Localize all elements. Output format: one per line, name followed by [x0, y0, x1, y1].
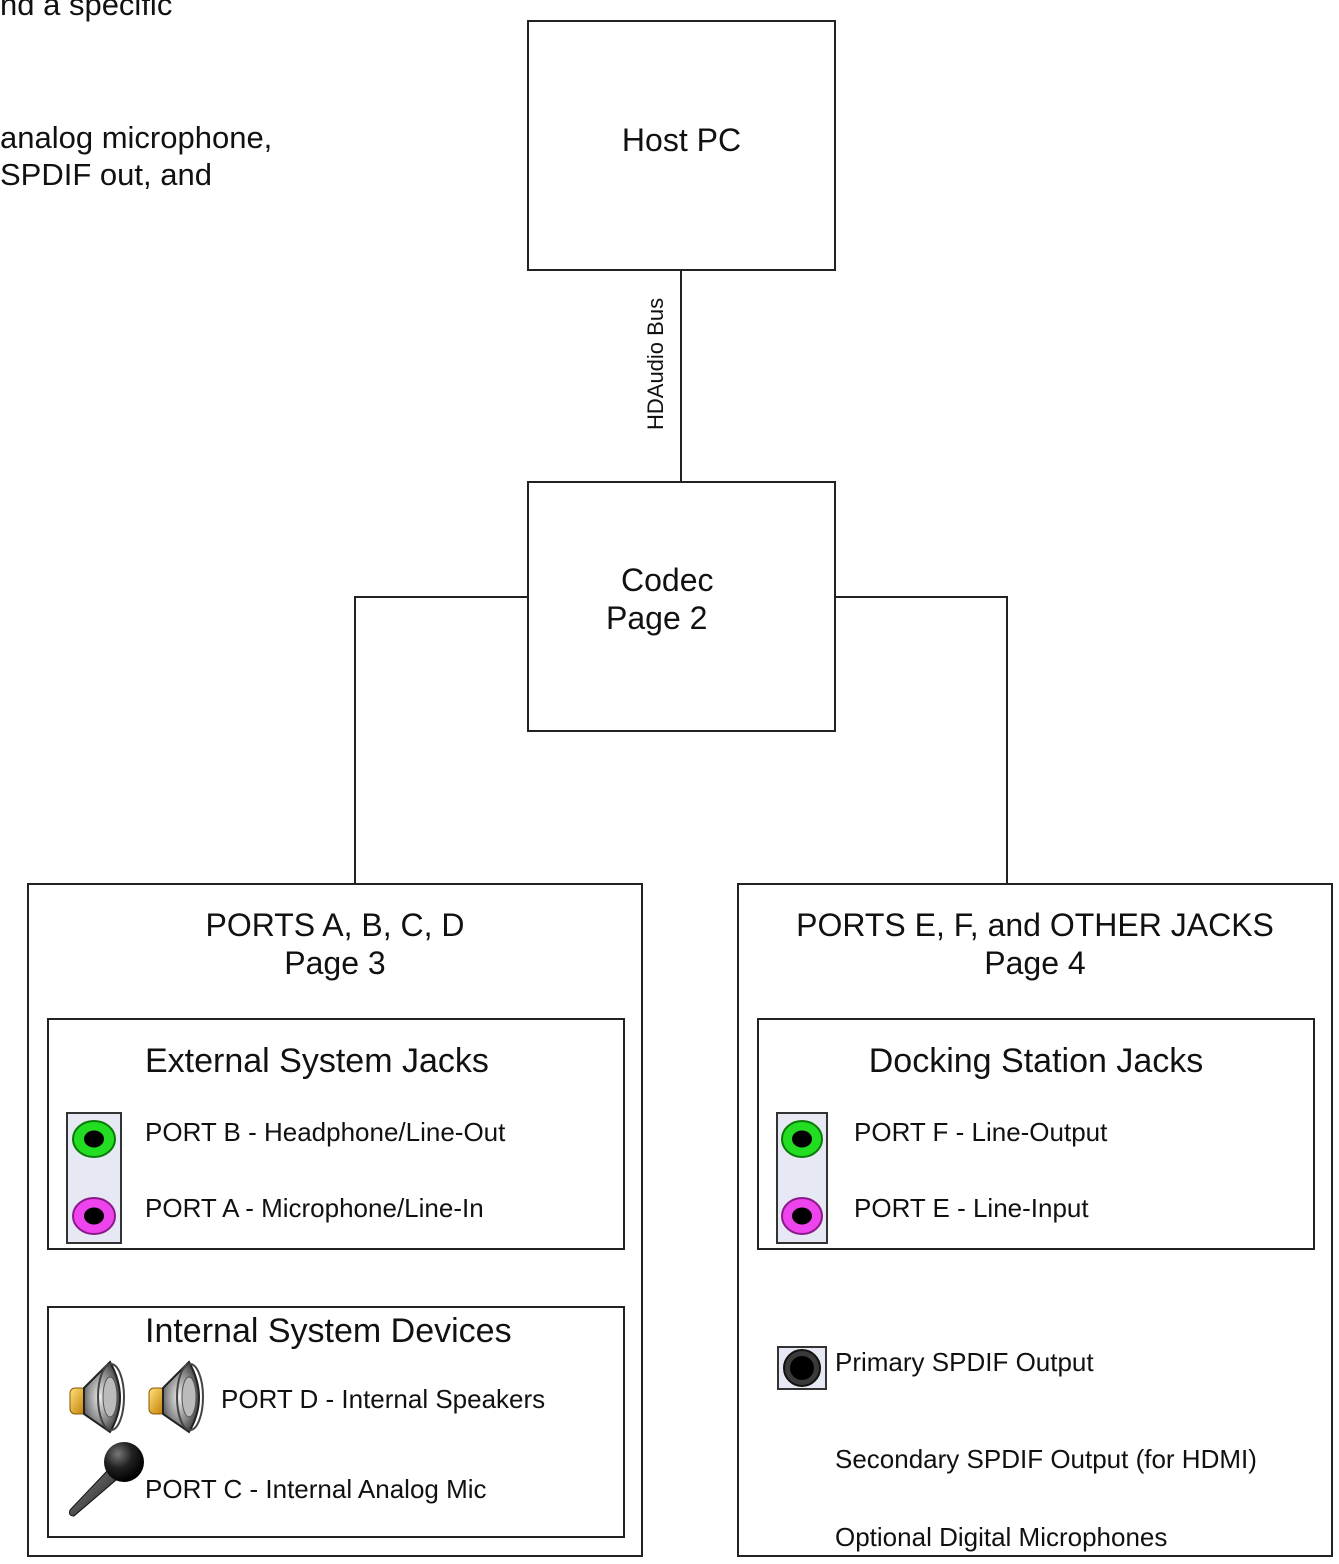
- docking-jacks-title: Docking Station Jacks: [868, 1042, 1204, 1080]
- host-pc-box: Host PC: [527, 20, 836, 271]
- connector-codec-left-vertical: [354, 596, 356, 884]
- connector-codec-right-horizontal: [835, 596, 1008, 598]
- hdaudio-bus-label: HDAudio Bus: [643, 297, 668, 430]
- ports-abcd-page: Page 3: [284, 945, 386, 981]
- external-jacks-title: External System Jacks: [145, 1042, 489, 1080]
- port-c-label: PORT C - Internal Analog Mic: [145, 1474, 487, 1504]
- port-b-label: PORT B - Headphone/Line-Out: [145, 1117, 506, 1147]
- port-e-label: PORT E - Line-Input: [854, 1193, 1089, 1223]
- docking-station-jacks-box: Docking Station Jacks PORT F - Line-Outp…: [757, 1018, 1315, 1250]
- ports-abcd-title: PORTS A, B, C, D: [205, 907, 465, 943]
- codec-label: Codec: [621, 562, 714, 598]
- headphone-jack-icon: [72, 1120, 116, 1158]
- secondary-spdif-label: Secondary SPDIF Output (for HDMI): [835, 1444, 1257, 1474]
- codec-box: Codec Page 2: [527, 481, 836, 732]
- connector-codec-right-vertical: [1006, 596, 1008, 884]
- line-input-jack-icon: [781, 1197, 823, 1235]
- intro-text-line-1: nd a specific: [0, 0, 173, 22]
- digital-mics-label: Optional Digital Microphones: [835, 1522, 1168, 1552]
- internal-system-devices-box: Internal System Devices PORT D - Interna…: [47, 1306, 625, 1538]
- host-pc-label: Host PC: [621, 122, 742, 158]
- connector-codec-left-horizontal: [354, 596, 528, 598]
- microphone-icon: [69, 1442, 144, 1517]
- spdif-jack-icon: [777, 1346, 827, 1390]
- ports-ef-page: Page 4: [984, 945, 1086, 981]
- speaker-icon: [69, 1360, 125, 1434]
- primary-spdif-label: Primary SPDIF Output: [835, 1347, 1094, 1377]
- port-f-label: PORT F - Line-Output: [854, 1117, 1108, 1147]
- internal-devices-title: Internal System Devices: [145, 1312, 512, 1350]
- port-d-label: PORT D - Internal Speakers: [221, 1384, 546, 1414]
- codec-page-label: Page 2: [606, 600, 708, 636]
- port-a-label: PORT A - Microphone/Line-In: [145, 1193, 484, 1223]
- intro-text-line-2: analog microphone,: [0, 120, 273, 155]
- line-output-jack-icon: [781, 1120, 823, 1158]
- microphone-jack-icon: [72, 1197, 116, 1235]
- speaker-icon: [148, 1360, 204, 1434]
- hdaudio-bus-line: [680, 271, 682, 482]
- external-system-jacks-box: External System Jacks PORT B - Headphone…: [47, 1018, 625, 1250]
- ports-ef-title: PORTS E, F, and OTHER JACKS: [796, 907, 1274, 943]
- intro-text-line-3: SPDIF out, and: [0, 157, 212, 192]
